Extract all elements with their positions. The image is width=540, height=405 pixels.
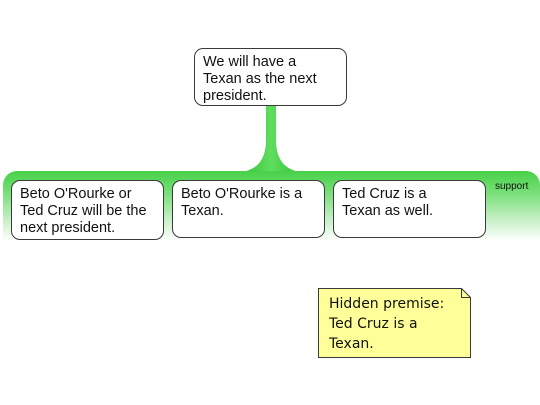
premise-box-1[interactable]: Beto O'Rourke or Ted Cruz will be the ne… [11, 180, 164, 240]
main-claim-box[interactable]: We will have a Texan as the next preside… [194, 48, 347, 106]
premise-box-2[interactable]: Beto O'Rourke is a Texan. [172, 180, 325, 238]
note-folded-corner-icon [318, 288, 471, 358]
support-label: support [495, 181, 529, 192]
premise-box-3[interactable]: Ted Cruz is a Texan as well. [333, 180, 486, 238]
hidden-premise-text: Hidden premise: Ted Cruz is a Texan. [329, 296, 445, 352]
hidden-premise-note[interactable]: Hidden premise: Ted Cruz is a Texan. [318, 288, 471, 358]
